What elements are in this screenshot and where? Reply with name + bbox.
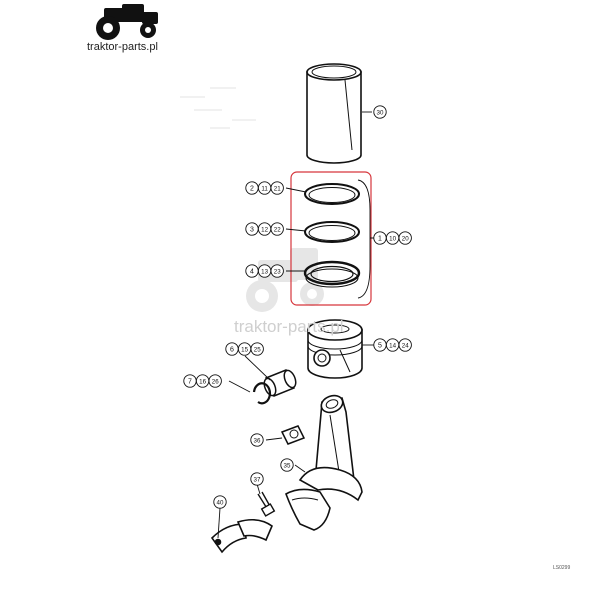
small-end-bushing xyxy=(280,425,306,445)
callout-c-ring1: 2 11 21 xyxy=(245,181,284,195)
callout-label: 25 xyxy=(254,347,261,354)
callout-label: 14 xyxy=(389,343,396,350)
callout-label: 21 xyxy=(274,186,281,193)
drawing-code: LS0299 xyxy=(553,565,571,571)
tractor-icon xyxy=(96,4,158,40)
callout-circle xyxy=(250,342,264,356)
callout-circle xyxy=(270,264,284,278)
callout-label: 36 xyxy=(254,438,261,445)
callout-label: 10 xyxy=(389,236,396,243)
callout-label: 11 xyxy=(261,186,268,193)
rod-bolt xyxy=(257,491,276,517)
callout-c-clip: 7 16 26 xyxy=(183,374,222,388)
callout-c-ring2: 3 12 22 xyxy=(245,222,284,236)
circlip xyxy=(252,382,272,405)
callout-label: 37 xyxy=(254,477,261,484)
callout-label: 23 xyxy=(274,269,281,276)
callout-circle xyxy=(373,105,387,119)
callout-label: 3 xyxy=(250,227,254,234)
piston-pin xyxy=(263,369,297,397)
callout-label: 16 xyxy=(199,379,206,386)
callout-c-piston: 5 14 24 xyxy=(373,338,412,352)
callout-circle xyxy=(398,338,412,352)
piston xyxy=(307,319,363,379)
callout-label: 4 xyxy=(250,269,254,276)
callout-label: 6 xyxy=(230,347,234,354)
piston-ring-1 xyxy=(304,183,360,205)
callout-c-ringset: 1 10 20 xyxy=(373,231,412,245)
piston-ring-2 xyxy=(304,221,360,243)
callout-group: 30 2 11 21 3 12 22 4 13 23 1 10 20 5 14 24 6 15 25 7 16 26 36 3… xyxy=(183,105,412,509)
callout-c-ring3: 4 13 23 xyxy=(245,264,284,278)
scan-noise xyxy=(180,87,256,129)
callout-label: 2 xyxy=(250,186,254,193)
cylinder-liner xyxy=(306,63,362,164)
callout-label: 15 xyxy=(241,347,248,354)
callout-label: 24 xyxy=(402,343,409,350)
callout-label: 1 xyxy=(378,236,382,243)
callout-label: 22 xyxy=(274,227,281,234)
callout-c-pin: 6 15 25 xyxy=(225,342,264,356)
connecting-rod xyxy=(298,394,363,502)
callout-c35: 35 xyxy=(280,458,294,472)
callout-c40: 40 xyxy=(213,495,227,509)
rod-cap xyxy=(285,488,331,531)
callout-label: 13 xyxy=(261,269,268,276)
callout-label: 7 xyxy=(188,379,192,386)
callout-circle xyxy=(250,472,264,486)
callout-c37: 37 xyxy=(250,472,264,486)
callout-label: 40 xyxy=(217,500,224,507)
callout-label: 30 xyxy=(377,110,384,117)
leader-lines xyxy=(217,111,376,539)
callout-label: 26 xyxy=(212,379,219,386)
callout-circle xyxy=(280,458,294,472)
callout-label: 20 xyxy=(402,236,409,243)
callout-c36: 36 xyxy=(250,433,264,447)
piston-ring-3 xyxy=(303,260,361,288)
callout-circle xyxy=(250,433,264,447)
bearing-shells xyxy=(210,518,273,554)
callout-label: 35 xyxy=(284,463,291,470)
callout-c30: 30 xyxy=(373,105,387,119)
callout-circle xyxy=(398,231,412,245)
callout-circle xyxy=(213,495,227,509)
callout-circle xyxy=(270,181,284,195)
callout-circle xyxy=(208,374,222,388)
watermark-brand: traktor-parts.pl xyxy=(234,317,344,336)
callout-label: 5 xyxy=(378,343,382,350)
ring-set-frame xyxy=(290,171,372,306)
logo-site-name[interactable]: traktor-parts.pl xyxy=(87,41,158,53)
callout-circle xyxy=(270,222,284,236)
callout-label: 12 xyxy=(261,227,268,234)
